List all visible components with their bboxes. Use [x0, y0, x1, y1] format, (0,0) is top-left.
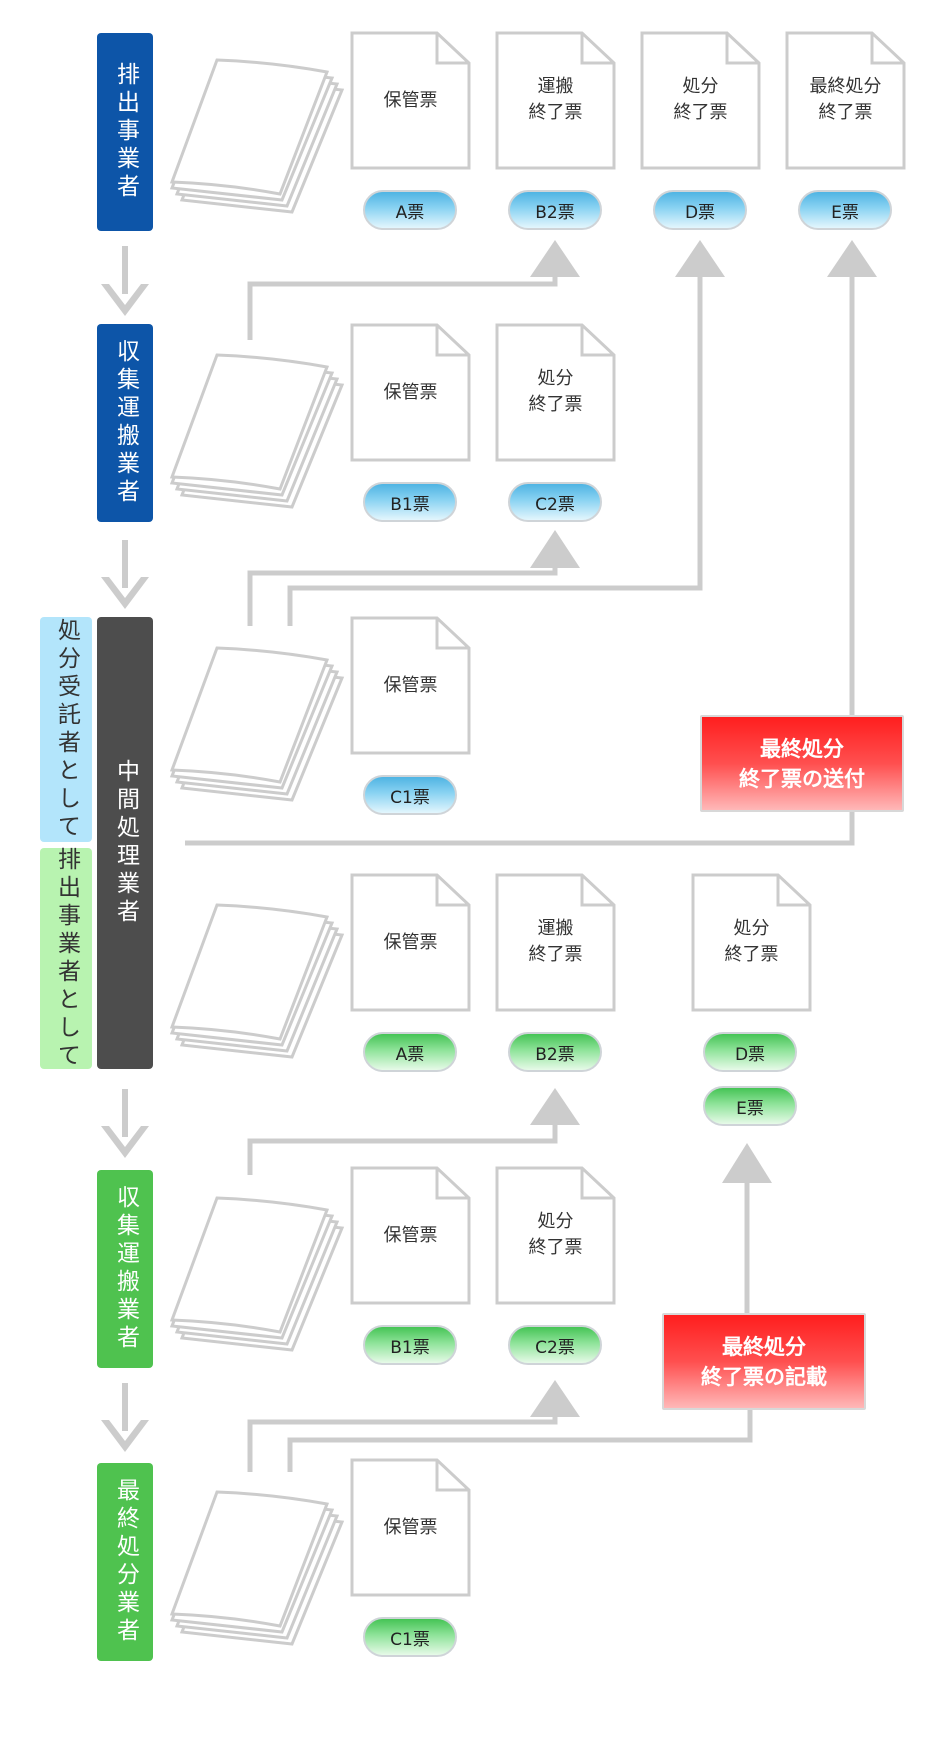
subactor-jutakusha-label: 処分受託者として — [53, 617, 80, 842]
paper-stack-row5 — [170, 1196, 344, 1352]
doc-label-row1-saishu: 最終処分 終了票 — [809, 76, 882, 123]
slip-badge-c1-row3: C1票 — [363, 775, 457, 815]
doc-label-row4-hokan: 保管票 — [383, 932, 438, 953]
arrowhead-e-4 — [722, 1143, 772, 1183]
actor-chukan-label: 中間処理業者 — [112, 759, 139, 927]
doc-label-row2-hokan: 保管票 — [383, 382, 438, 403]
doc-label-row3-hokan: 保管票 — [383, 675, 438, 696]
down-arrow-2 — [101, 540, 149, 609]
down-arrow-1 — [101, 246, 149, 316]
slip-badge-e-row4: E票 — [703, 1086, 797, 1126]
doc-label-row1-shobun: 処分 終了票 — [673, 76, 728, 123]
connector-d-row1 — [287, 262, 703, 626]
slip-badge-c1-row6: C1票 — [363, 1617, 457, 1657]
actor-shushu-1-label: 収集運搬業者 — [112, 339, 139, 507]
note-sofu: 最終処分 終了票の送付 — [700, 715, 904, 812]
arrowhead-c2-5 — [530, 1380, 580, 1417]
doc-label-row2-shobun: 処分 終了票 — [528, 368, 583, 415]
arrowhead-b2-4 — [530, 1088, 580, 1125]
doc-label-row5-shobun: 処分 終了票 — [528, 1211, 583, 1258]
down-arrow-4 — [101, 1383, 149, 1452]
doc-label-row4-unpan: 運搬 終了票 — [528, 918, 583, 965]
doc-label-row1-hokan: 保管票 — [383, 90, 438, 111]
arrowhead-c2-2 — [530, 530, 580, 568]
slip-badge-b1-row2: B1票 — [363, 482, 457, 522]
actor-shushu-1: 収集運搬業者 — [97, 324, 153, 522]
actor-chukan: 中間処理業者 — [97, 617, 153, 1069]
arrowhead-b2-1 — [530, 240, 580, 277]
slip-badge-b1-row5: B1票 — [363, 1325, 457, 1365]
slip-badge-e-row1: E票 — [798, 190, 892, 230]
connector-kisai — [287, 1410, 753, 1472]
actor-saishu: 最終処分業者 — [97, 1463, 153, 1661]
slip-badge-d-row1: D票 — [653, 190, 747, 230]
subactor-haishutsu: 排出事業者として — [40, 846, 92, 1071]
note-kisai: 最終処分 終了票の記載 — [662, 1313, 866, 1410]
down-arrow-3 — [101, 1089, 149, 1158]
doc-label-row6-hokan: 保管票 — [383, 1517, 438, 1538]
paper-stack-row2 — [170, 353, 344, 509]
actor-haishutsu-label: 排出事業者 — [112, 62, 139, 202]
slip-badge-a-row1: A票 — [363, 190, 457, 230]
slip-badge-b2-row1: B2票 — [508, 190, 602, 230]
paper-stack-row4 — [170, 903, 344, 1059]
arrowhead-e-1 — [827, 240, 877, 277]
subactor-jutakusha: 処分受託者として — [40, 617, 92, 842]
subactor-haishutsu-label: 排出事業者として — [53, 846, 80, 1071]
slip-badge-c2-row5: C2票 — [508, 1325, 602, 1365]
slip-badge-b2-row4: B2票 — [508, 1032, 602, 1072]
connector-b2-row4 — [247, 1118, 558, 1175]
doc-label-row5-hokan: 保管票 — [383, 1225, 438, 1246]
actor-shushu-2: 収集運搬業者 — [97, 1170, 153, 1368]
actor-saishu-label: 最終処分業者 — [112, 1478, 139, 1646]
arrowhead-d-1 — [675, 240, 725, 277]
paper-stack-row1 — [170, 58, 344, 214]
slip-badge-d-row4: D票 — [703, 1032, 797, 1072]
slip-badge-a-row4: A票 — [363, 1032, 457, 1072]
doc-label-row1-unpan: 運搬 終了票 — [528, 76, 583, 123]
slip-badge-c2-row2: C2票 — [508, 482, 602, 522]
paper-stack-row3 — [170, 646, 344, 802]
actor-shushu-2-label: 収集運搬業者 — [112, 1185, 139, 1353]
connector-e-row1 — [185, 812, 855, 846]
actor-haishutsu: 排出事業者 — [97, 33, 153, 231]
doc-label-row4-shobun: 処分 終了票 — [724, 918, 779, 965]
paper-stack-row6 — [170, 1490, 344, 1646]
